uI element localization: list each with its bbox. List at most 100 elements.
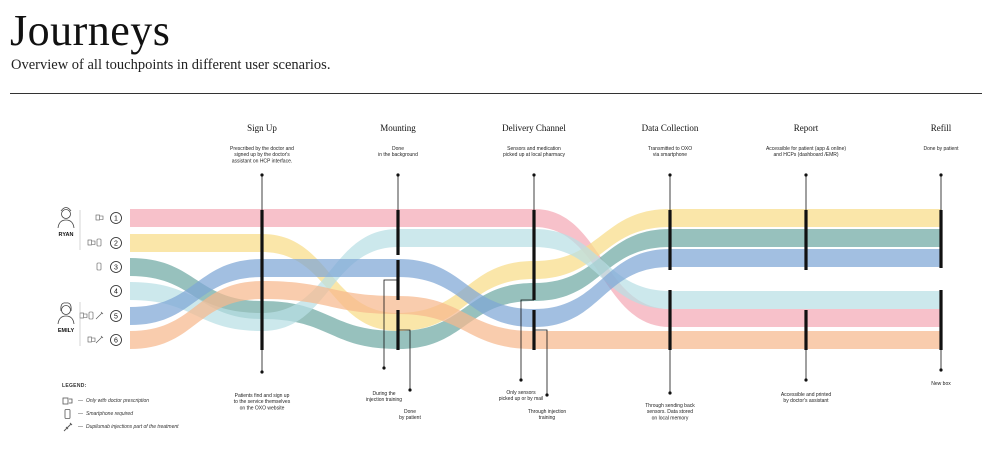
stage-bar bbox=[668, 210, 672, 270]
connector-dot bbox=[939, 368, 943, 372]
legend-item: —Dupilumab injections part of the treatm… bbox=[62, 420, 179, 433]
connector-line bbox=[534, 329, 548, 395]
scenario-number-badge bbox=[110, 285, 122, 297]
stage-title: Data Collection bbox=[642, 123, 699, 133]
stage-bar bbox=[396, 210, 400, 255]
connector-dot bbox=[408, 388, 412, 392]
prescription-icon bbox=[87, 336, 96, 343]
scenario-number: 4 bbox=[114, 289, 118, 296]
smartphone-icon bbox=[96, 238, 102, 247]
user-name: RYAN bbox=[59, 232, 74, 238]
legend: LEGEND: —Only with doctor prescription —… bbox=[62, 383, 179, 433]
stage-bar bbox=[939, 210, 943, 268]
smartphone-icon bbox=[88, 311, 94, 320]
page-title: Journeys bbox=[10, 6, 171, 55]
scenario-flow-6 bbox=[130, 281, 941, 349]
stage-bar bbox=[260, 300, 264, 350]
scenario-number: 6 bbox=[114, 338, 118, 345]
scenario-marker-1: 1 bbox=[95, 212, 122, 224]
connector-line bbox=[383, 279, 398, 368]
smartphone-icon bbox=[64, 408, 71, 419]
prescription-icon bbox=[95, 214, 104, 221]
doctor-avatar-icon: RYAN bbox=[57, 207, 75, 238]
connector-dot bbox=[519, 378, 523, 382]
prescription-icon bbox=[79, 312, 88, 319]
scenario-number-badge bbox=[110, 261, 122, 273]
stage-title: Refill bbox=[931, 123, 952, 133]
prescription-icon bbox=[87, 239, 96, 246]
stage-bar bbox=[804, 310, 808, 350]
scenario-number-badge bbox=[110, 212, 122, 224]
stage-bar bbox=[939, 290, 943, 350]
scenario-number: 3 bbox=[114, 265, 118, 272]
connector-dot bbox=[382, 366, 386, 370]
header-divider bbox=[10, 93, 982, 94]
legend-item: —Smartphone required bbox=[62, 407, 179, 420]
prescription-icon bbox=[62, 397, 73, 404]
stage-top-note: Accessible for patient (app & online)and… bbox=[766, 146, 846, 158]
scenario-number: 1 bbox=[114, 216, 118, 223]
connector-dot bbox=[260, 370, 264, 374]
user-name: EMILY bbox=[58, 328, 75, 334]
scenario-marker-4: 4 bbox=[110, 285, 122, 297]
connector-dot bbox=[804, 378, 808, 382]
scenario-flow-1 bbox=[130, 209, 941, 327]
legend-title: LEGEND: bbox=[62, 383, 87, 389]
page-subtitle: Overview of all touchpoints in different… bbox=[11, 57, 331, 73]
scenario-number: 5 bbox=[114, 314, 118, 321]
legend-item-label: Only with doctor prescription bbox=[86, 397, 150, 404]
connector-line bbox=[398, 329, 411, 390]
stage-title: Sign Up bbox=[247, 123, 277, 133]
scenario-markers: 1 2 3 4 5 6 bbox=[79, 212, 122, 346]
connector-dot bbox=[545, 393, 549, 397]
stage-top-note: Done by patient bbox=[923, 146, 959, 152]
scenario-flow-4 bbox=[130, 229, 941, 331]
scenario-flow-5 bbox=[130, 249, 941, 327]
injection-icon bbox=[95, 311, 104, 320]
stage-bar bbox=[532, 210, 536, 300]
legend-item-label: Smartphone required bbox=[86, 410, 133, 417]
stage-bar bbox=[804, 210, 808, 270]
stage-title: Mounting bbox=[380, 123, 416, 133]
woman-avatar-icon: EMILY bbox=[57, 302, 75, 334]
stage-title: Report bbox=[794, 123, 819, 133]
scenario-number-badge bbox=[110, 310, 122, 322]
stage-title: Delivery Channel bbox=[502, 123, 566, 133]
stage-bar bbox=[668, 290, 672, 350]
injection-icon bbox=[63, 422, 73, 431]
scenario-marker-2: 2 bbox=[87, 237, 122, 249]
scenario-number: 2 bbox=[114, 241, 118, 248]
legend-item-label: Dupilumab injections part of the treatme… bbox=[86, 423, 179, 430]
user-avatars: RYAN EMILY bbox=[57, 207, 81, 346]
connector-line bbox=[520, 299, 534, 380]
stage-bottom-note: New box bbox=[931, 381, 951, 387]
scenario-marker-3: 3 bbox=[96, 261, 122, 273]
scenario-marker-5: 5 bbox=[79, 310, 122, 322]
injection-icon bbox=[95, 335, 104, 344]
scenario-number-badge bbox=[110, 334, 122, 346]
stage-bar bbox=[260, 210, 264, 300]
scenario-marker-6: 6 bbox=[87, 334, 122, 346]
connector-dot bbox=[668, 391, 672, 395]
legend-item: —Only with doctor prescription bbox=[62, 394, 179, 407]
smartphone-icon bbox=[96, 262, 102, 271]
scenario-number-badge bbox=[110, 237, 122, 249]
